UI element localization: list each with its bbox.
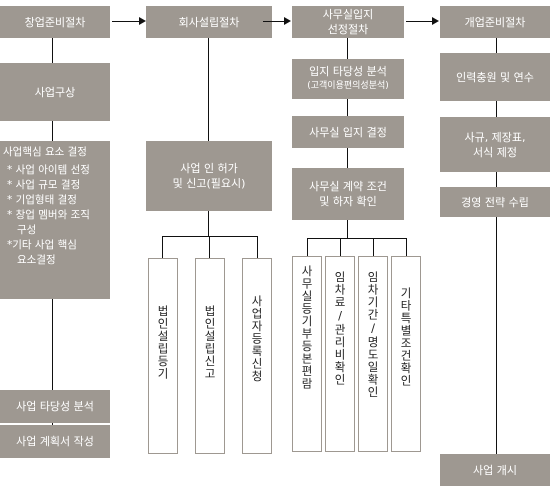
- rent-check: 임차료/관리비확인: [325, 256, 355, 452]
- col2-branch-v2: [209, 236, 210, 258]
- special-terms-check: 기타특별조건확인: [391, 256, 421, 452]
- arrow-head-3: [432, 17, 439, 25]
- core-elements-title: 사업핵심 요소 결정: [3, 146, 87, 158]
- permit-box: 사업 인 허가 및 신고(필요시): [146, 141, 272, 211]
- stage-open: 개업준비절차: [440, 6, 550, 38]
- col3-branch-v4: [406, 238, 407, 256]
- core-elements-box: 사업핵심 요소 결정 * 사업 아이템 선정 * 사업 규모 결정 * 기업형태…: [0, 141, 110, 299]
- staffing-training: 인력충원 및 연수: [440, 53, 550, 101]
- arrow-line-2: [263, 21, 285, 22]
- business-start: 사업 개시: [440, 454, 550, 486]
- office-registry: 사무실등기부등본편람: [292, 256, 322, 452]
- col4-connector: [496, 38, 497, 458]
- arrow-head-1: [139, 17, 146, 25]
- col2-branch-v1: [162, 236, 163, 258]
- office-site-decision: 사무실 입지 결정: [292, 116, 404, 148]
- arrow-head-2: [284, 17, 291, 25]
- col3-branch-h: [307, 238, 407, 239]
- col3-branch-v3: [373, 238, 374, 256]
- business-plan-concept: 사업구상: [0, 63, 110, 121]
- core-item: * 창업 멤버와 조직 구성: [7, 209, 90, 236]
- lease-term-check: 임차기간/명도일확인: [358, 256, 388, 452]
- corp-registration: 법인설립등기: [148, 258, 178, 454]
- stage-company: 회사설립절차: [146, 6, 272, 38]
- stage-office: 사무실입지 선정절차: [292, 6, 404, 38]
- corp-report: 법인설립신고: [195, 258, 225, 454]
- col2-branch-h: [162, 236, 258, 237]
- core-elements-list: * 사업 아이템 선정 * 사업 규모 결정 * 기업형태 결정 * 창업 멤버…: [3, 163, 90, 268]
- rules-forms: 사규, 제장표, 서식 제정: [440, 117, 550, 172]
- col2-branch-v3: [257, 236, 258, 258]
- stage-prep: 창업준비절차: [0, 6, 110, 38]
- site-feasibility: 입지 타당성 분석 (고객이용편의성분석): [292, 59, 404, 99]
- arrow-line-1: [112, 21, 140, 22]
- feasibility-analysis: 사업 타당성 분석: [0, 390, 110, 423]
- arrow-line-3: [406, 21, 433, 22]
- col3-branch-v2: [340, 238, 341, 256]
- core-item: * 사업 규모 결정: [7, 179, 81, 191]
- col3-branch-v1: [307, 238, 308, 256]
- business-plan-writing: 사업 계획서 작성: [0, 425, 110, 458]
- management-strategy: 경영 전략 수립: [440, 187, 550, 217]
- business-registration: 사업자등록신청: [242, 258, 272, 454]
- core-item: *기타 사업 핵심 요소결정: [7, 239, 77, 266]
- office-contract-check: 사무실 계약 조건 및 하자 확인: [292, 168, 404, 220]
- core-item: * 기업형태 결정: [7, 194, 77, 206]
- col2-connector: [208, 38, 209, 236]
- core-item: * 사업 아이템 선정: [7, 164, 90, 176]
